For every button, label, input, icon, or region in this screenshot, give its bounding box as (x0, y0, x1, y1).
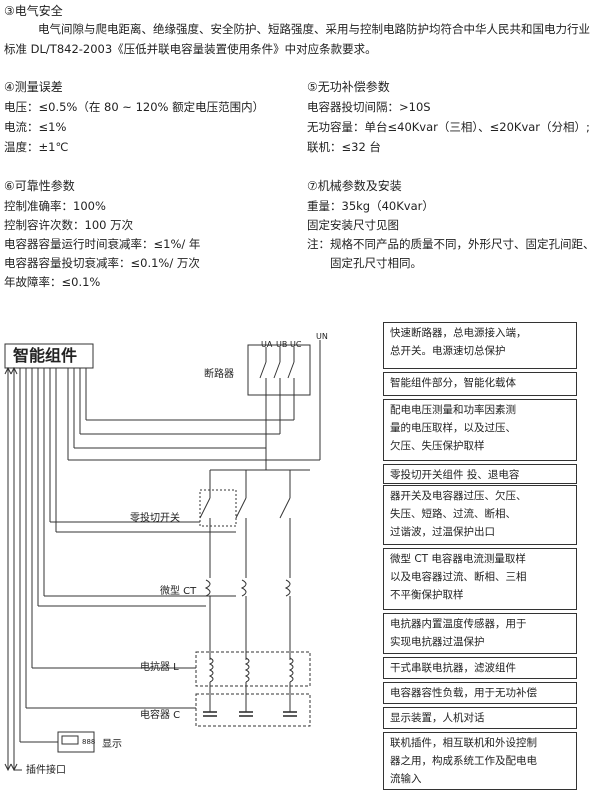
capacitor-label: 电容器 C (140, 710, 181, 721)
display-label: 显示 (102, 739, 122, 750)
section-3-title: ③电气安全 (4, 4, 63, 18)
spec-line: 无功容量：单台≤40Kvar（三相）、≤20Kvar（分相）; (307, 120, 590, 134)
spec-line: 固定孔尺寸相同。 (330, 256, 422, 270)
breaker-box (247, 344, 311, 396)
spec-line: 电容器容量投切衰减率：≤0.1%/ 万次 (4, 256, 200, 270)
display-device (57, 731, 95, 753)
switch-contact (235, 497, 247, 519)
smart-module-box (4, 343, 94, 369)
breaker-contact (287, 361, 295, 379)
breaker-contact (273, 361, 281, 379)
reactor-label: 电抗器 L (140, 662, 179, 673)
legend-row: 器开关及电容器过压、欠压、 失压、短路、过流、断相、 过谐波，过温保护出口 (383, 485, 577, 545)
legend-row: 联机插件，相互联机和外设控制 器之用，构成系统工作及配电电 流输入 (383, 732, 577, 790)
legend-row: 显示装置，人机对话 (383, 707, 577, 729)
reactor-box (195, 651, 311, 687)
switch-contact (199, 497, 211, 519)
reactor-coil (288, 657, 294, 683)
section-3-body: 电气间隙与爬电距离、绝缘强度、安全防护、短路强度、采用与控制电路防护均符合中华人… (4, 22, 590, 56)
spec-line: 电压：≤0.5%（在 80 ~ 120% 额定电压范围内） (4, 100, 265, 114)
legend-row: 电抗器内置温度传感器，用于 实现电抗器过温保护 (383, 613, 577, 654)
legend-row: 配电电压测量和功率因素测 量的电压取样，以及过压、 欠压、失压保护取样 (383, 399, 577, 461)
spec-line: 控制容许次数：100 万次 (4, 218, 134, 232)
legend-row: 电容器容性负载，用于无功补偿 (383, 682, 577, 704)
ct-coil (284, 579, 291, 597)
phase-c-label: UC (290, 340, 302, 349)
legend-row: 快速断路器，总电源接入端， 总开关。电源速切总保护 (383, 322, 577, 369)
spec-line: 注：规格不同产品的质量不同，外形尺寸、固定孔间距、 (307, 237, 595, 251)
arrow-down-icon (4, 763, 12, 772)
section-5-title: ⑤无功补偿参数 (307, 80, 390, 94)
reactor-coil (208, 657, 214, 683)
legend-row: 智能组件部分，智能化载体 (383, 372, 577, 396)
breaker-label: 断路器 (204, 369, 234, 380)
ct-label: 微型 CT (160, 586, 197, 597)
switch-label: 零投切开关 (130, 513, 180, 524)
spec-line: 联机：≤32 台 (307, 140, 381, 154)
legend-row: 微型 CT 电容器电流测量取样 以及电容器过流、断相、三相 不平衡保护取样 (383, 548, 577, 610)
spec-line: 电流：≤1% (4, 120, 67, 134)
arrow-up-icon (4, 366, 12, 375)
phase-a-label: UA (261, 340, 273, 349)
display-digits: 888 (82, 738, 96, 746)
section-4-title: ④测量误差 (4, 80, 63, 94)
ct-coil (240, 579, 247, 597)
switch-contact (279, 497, 291, 519)
spec-line: 电容器投切间隔：>10S (307, 100, 431, 114)
section-7-title: ⑦机械参数及安装 (307, 179, 402, 193)
spec-line: 固定安装尺寸见图 (307, 218, 399, 232)
legend-row: 干式串联电抗器，滤波组件 (383, 657, 577, 679)
smart-module-title: 智能组件 (13, 346, 78, 365)
phase-b-label: UB (276, 340, 288, 349)
spec-line: 温度：±1℃ (4, 140, 69, 154)
ct-coil (204, 579, 211, 597)
legend-row: 零投切开关组件 投、退电容 (383, 464, 577, 484)
spec-line: 重量：35kg（40Kvar） (307, 199, 434, 213)
section-6-title: ⑥可靠性参数 (4, 179, 75, 193)
breaker-contact (259, 361, 267, 379)
plug-interface-label: 插件接口 (26, 765, 66, 776)
spec-line: 电容器容量运行时间衰减率：≤1%/ 年 (4, 237, 201, 251)
spec-line: 年故障率：≤0.1% (4, 275, 101, 289)
neutral-label: UN (316, 332, 328, 341)
reactor-coil (244, 657, 250, 683)
spec-line: 控制准确率：100% (4, 199, 106, 213)
capacitor-box (195, 693, 311, 727)
